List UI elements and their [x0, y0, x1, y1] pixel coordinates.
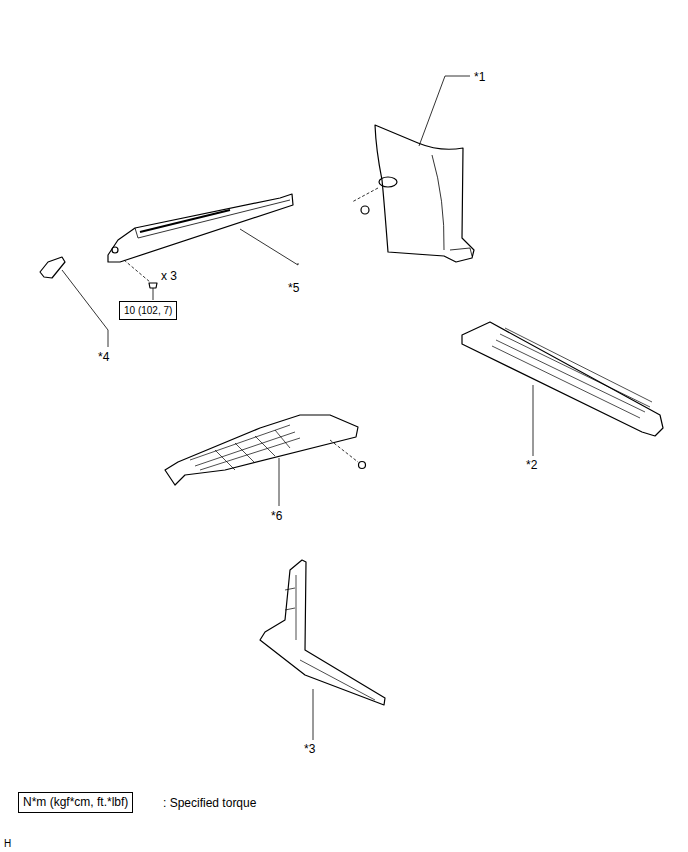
quantity-label: x 3 — [161, 269, 177, 283]
torque-box: 10 (102, 7) — [119, 301, 177, 320]
callout-number: *4 — [98, 350, 109, 364]
callout-number: *6 — [271, 509, 282, 523]
torque-legend-box: N*m (kgf*cm, ft.*lbf) — [18, 792, 133, 813]
callout-number: *3 — [304, 742, 315, 756]
callout-number: *1 — [474, 70, 485, 84]
page-mark: H — [4, 837, 11, 851]
legend-text: : Specified torque — [163, 796, 256, 810]
torque-text: N*m (kgf*cm, ft.*lbf) — [23, 795, 128, 809]
callout-number: *2 — [526, 458, 537, 472]
callout-number: *5 — [288, 281, 299, 295]
torque-text: 10 (102, 7) — [124, 305, 172, 316]
